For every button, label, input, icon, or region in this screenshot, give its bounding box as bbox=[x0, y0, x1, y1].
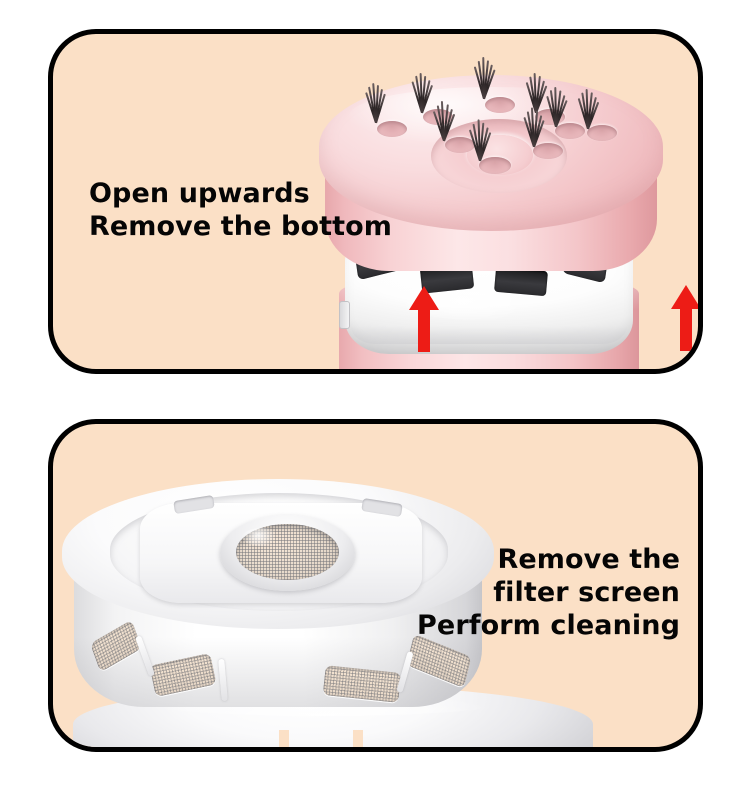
bristle-tuft bbox=[431, 97, 457, 142]
bristle-hole bbox=[587, 125, 617, 141]
instruction-panel-1: Open upwards Remove the bottom bbox=[48, 29, 703, 374]
instruction-panel-2: Remove the filter screen Perform cleanin… bbox=[48, 419, 703, 752]
device-pink-lid bbox=[311, 56, 671, 289]
bristle-hole bbox=[479, 157, 511, 174]
second-part-accent bbox=[291, 748, 311, 752]
second-part-gap bbox=[353, 730, 363, 747]
bristle-hole bbox=[485, 97, 515, 113]
device-hinge-tab bbox=[339, 301, 350, 329]
bristle-hole bbox=[555, 123, 585, 139]
filter-center-mesh bbox=[236, 524, 339, 580]
bristle-tuft bbox=[363, 79, 389, 124]
arrow-head bbox=[409, 286, 439, 310]
panel-1-caption: Open upwards Remove the bottom bbox=[89, 178, 393, 242]
panel-2-caption: Remove the filter screen Perform cleanin… bbox=[417, 544, 680, 641]
second-part-gap bbox=[279, 730, 289, 747]
bristle-hole bbox=[377, 121, 407, 137]
arrow-head bbox=[671, 285, 698, 309]
bristle-tuft bbox=[471, 55, 497, 100]
arrow-shaft bbox=[418, 308, 430, 352]
filter-center-ring bbox=[220, 515, 355, 591]
bristle-tuft bbox=[543, 83, 569, 128]
bristle-tuft bbox=[575, 85, 601, 130]
filter-screen-illustration bbox=[56, 479, 506, 719]
bristle-tuft bbox=[467, 117, 493, 162]
arrow-shaft bbox=[680, 307, 692, 351]
filter-top-rim bbox=[62, 479, 494, 629]
bristle-hole bbox=[533, 143, 563, 159]
bristle-hole bbox=[445, 137, 475, 153]
collar-lip bbox=[351, 326, 627, 344]
